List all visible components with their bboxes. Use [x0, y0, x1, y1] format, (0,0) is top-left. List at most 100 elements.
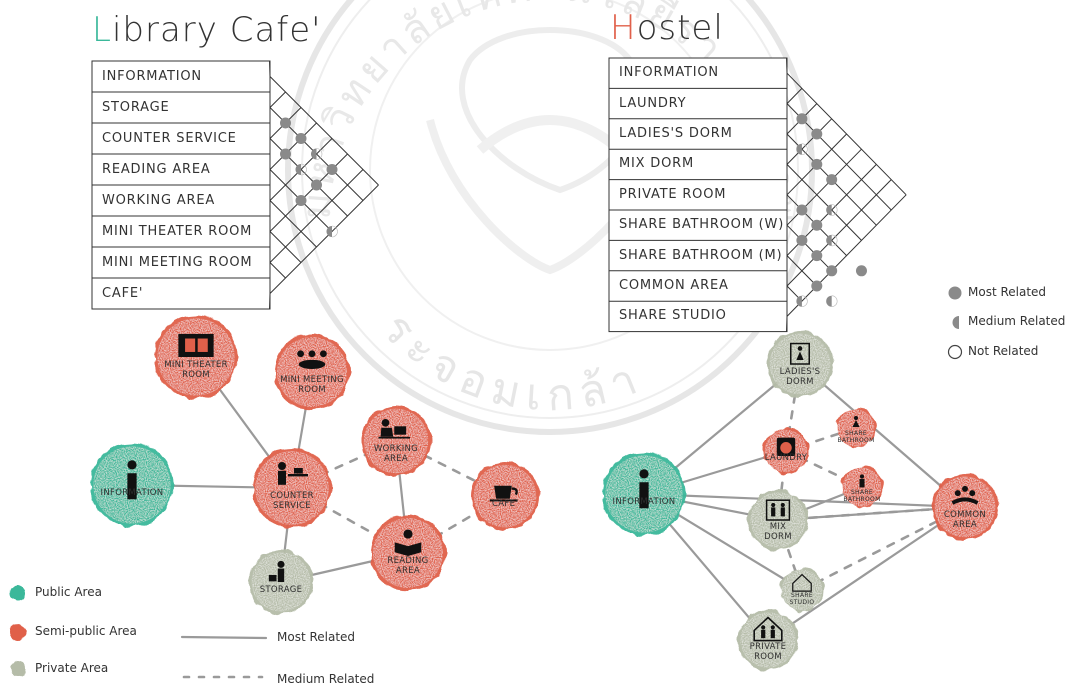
hostel-matrix-row-label: LADIES'S DORM	[619, 126, 733, 141]
library-medium-related-marker	[326, 225, 338, 238]
hostel-grid-line	[786, 179, 892, 287]
library-matrix-row-label: COUNTER SERVICE	[102, 130, 237, 146]
library-matrix	[91, 60, 379, 310]
library-mini-meeting-room-label: MINI MEETING ROOM	[280, 375, 344, 396]
library-working-area-label: WORKING AREA	[373, 443, 419, 464]
hostel-node-common-area	[932, 474, 998, 540]
hostel-matrix-row-label: COMMON AREA	[619, 278, 729, 293]
hostel-matrix-frame	[608, 57, 788, 333]
library-matrix-row-label: STORAGE	[102, 99, 170, 115]
hostel-node-information	[602, 452, 686, 536]
box-person-icon	[268, 560, 285, 582]
library-reading-area-label: READING AREA	[387, 556, 429, 577]
library-most-related-marker	[280, 117, 291, 129]
hostel-medium-related-marker	[826, 295, 838, 308]
hostel-edge-most-related	[798, 362, 967, 509]
library-matrix-row-label: CAFE'	[102, 285, 144, 301]
male-icon	[859, 474, 865, 488]
legend-line-medium-related-label: Medium Related	[277, 672, 375, 686]
hostel-title-first-letter: H	[610, 8, 637, 48]
legend-private-area-label: Private Area	[35, 661, 109, 675]
legend-public-area-label: Public Area	[35, 585, 102, 599]
hostel-medium-related-marker	[796, 295, 808, 308]
library-medium-related-marker	[295, 163, 307, 176]
hostel-matrix-row-label: SHARE BATHROOM (W)	[619, 217, 785, 233]
library-grid-line	[269, 200, 317, 248]
legend-not-related-label: Not Related	[968, 344, 1039, 358]
house-icon	[792, 573, 812, 592]
library-most-related-marker	[295, 195, 307, 206]
hostel-most-related-marker	[796, 204, 808, 216]
library-grid-line	[269, 122, 317, 170]
library-grid-line	[269, 169, 364, 263]
library-grid-line	[269, 91, 286, 108]
hostel-edge-medium-related	[784, 426, 858, 453]
library-cafe-label: CAFE'	[492, 498, 518, 509]
laptop-icon	[378, 418, 410, 439]
library-grid-line	[269, 76, 379, 186]
library-counter-service-label: COUNTER SERVICE	[270, 491, 314, 512]
hostel-node-share-studio	[780, 568, 824, 612]
most-related-marker-icon	[948, 286, 962, 300]
hostel-matrix-row-label: SHARE STUDIO	[619, 308, 727, 324]
hostel-most-related-marker	[826, 174, 838, 186]
hostel-edge-medium-related	[776, 505, 967, 522]
library-cafe-title: Library Cafe'	[92, 10, 322, 50]
film-icon	[178, 333, 214, 357]
couple-door-icon	[765, 499, 791, 521]
library-node-information	[90, 443, 174, 527]
library-medium-related-marker	[311, 148, 323, 160]
medium-related-marker-icon	[952, 316, 959, 329]
hostel-medium-related-marker	[826, 234, 838, 247]
hostel-matrix-row-label: MIX DORM	[619, 156, 694, 172]
library-most-related-marker	[326, 164, 338, 175]
hostel-grid-line	[786, 164, 862, 241]
reading-icon	[394, 529, 422, 557]
counter-icon	[278, 462, 308, 485]
hostel-grid-line	[786, 57, 788, 74]
legend-solid-line-icon	[180, 635, 268, 640]
library-node-cafe	[471, 462, 539, 530]
library-title-rest: ibrary Cafe'	[111, 10, 322, 50]
hostel-most-related-marker	[826, 265, 838, 277]
library-node-reading-area	[370, 515, 446, 591]
hostel-node-share-bathroom-m	[841, 466, 883, 508]
library-grid-line	[269, 262, 286, 279]
hostel-share-studio-label: SHARE STUDIO	[789, 591, 815, 606]
hostel-laundry-label: LAUNDRY	[764, 452, 808, 463]
library-matrix-row-label: INFORMATION	[102, 68, 202, 84]
hostel-medium-related-marker	[796, 143, 808, 155]
couple-house-icon	[753, 616, 783, 642]
hostel-ladies-dorm-label: LADIES'S DORM	[779, 366, 821, 387]
hostel-edge-medium-related	[776, 449, 788, 522]
hostel-most-related-marker	[855, 265, 867, 277]
hostel-grid-line	[786, 224, 833, 272]
hostel-matrix	[608, 57, 907, 333]
info-icon	[639, 469, 649, 509]
library-most-related-marker	[311, 179, 322, 191]
library-node-working-area	[361, 406, 431, 476]
hostel-share-bathroom-w-label: SHARE BATHROOM	[837, 429, 875, 444]
not-related-marker-icon	[947, 344, 963, 360]
library-most-related-marker	[295, 133, 307, 144]
library-node-mini-meeting-room	[274, 334, 350, 410]
library-node-storage	[249, 550, 313, 614]
library-matrix-row-label: MINI MEETING ROOM	[102, 254, 253, 270]
library-matrix-row-label: WORKING AREA	[102, 192, 216, 208]
hostel-edge-most-related	[642, 492, 967, 509]
hostel-grid-line	[786, 194, 907, 317]
hostel-mix-dorm-label: MIX DORM	[764, 522, 792, 543]
library-information-label: INFORMATION	[100, 488, 164, 499]
hostel-grid-line	[786, 316, 788, 332]
hostel-most-related-marker	[796, 234, 808, 246]
female-icon	[852, 416, 860, 427]
hostel-most-related-marker	[811, 250, 823, 262]
group-icon	[951, 485, 979, 505]
library-grid-line	[269, 293, 271, 310]
legend-semi-public-area-label: Semi-public Area	[35, 624, 137, 638]
hostel-common-area-label: COMMON AREA	[943, 509, 987, 530]
hostel-node-share-bathroom-w	[836, 408, 876, 448]
hostel-matrix-row-label: PRIVATE ROOM	[619, 186, 727, 202]
library-grid-line	[269, 184, 379, 294]
